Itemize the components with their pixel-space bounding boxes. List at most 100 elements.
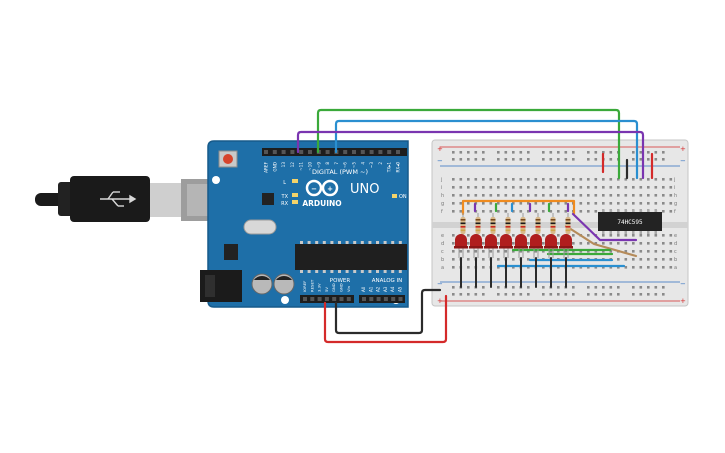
header-pin[interactable] <box>378 150 383 154</box>
terminal-hole[interactable] <box>459 178 463 181</box>
red-led[interactable] <box>484 234 498 258</box>
terminal-hole[interactable] <box>602 194 605 197</box>
terminal-hole[interactable] <box>654 242 658 245</box>
rail-hole[interactable] <box>647 151 650 154</box>
terminal-hole[interactable] <box>549 186 553 189</box>
terminal-hole[interactable] <box>617 234 620 237</box>
terminal-hole[interactable] <box>572 234 575 237</box>
rail-hole[interactable] <box>519 158 523 161</box>
terminal-hole[interactable] <box>542 186 545 189</box>
terminal-hole[interactable] <box>647 242 650 245</box>
terminal-hole[interactable] <box>654 266 658 269</box>
rail-hole[interactable] <box>474 158 478 161</box>
rail-hole[interactable] <box>609 286 613 289</box>
terminal-hole[interactable] <box>467 210 470 213</box>
header-pin[interactable] <box>281 150 286 154</box>
header-pin[interactable] <box>299 150 304 154</box>
rail-hole[interactable] <box>602 293 605 296</box>
resistor[interactable] <box>460 213 466 240</box>
terminal-hole[interactable] <box>452 194 455 197</box>
terminal-hole[interactable] <box>549 210 553 213</box>
terminal-hole[interactable] <box>602 178 605 181</box>
rail-hole[interactable] <box>617 286 620 289</box>
terminal-hole[interactable] <box>579 210 583 213</box>
wire-purple-latch[interactable] <box>296 130 645 180</box>
terminal-hole[interactable] <box>512 266 515 269</box>
analog-pin[interactable] <box>391 297 396 301</box>
rail-hole[interactable] <box>512 158 515 161</box>
terminal-hole[interactable] <box>542 266 545 269</box>
terminal-hole[interactable] <box>497 250 500 253</box>
terminal-hole[interactable] <box>662 258 665 261</box>
rail-hole[interactable] <box>587 151 590 154</box>
rail-hole[interactable] <box>594 286 598 289</box>
terminal-hole[interactable] <box>467 186 470 189</box>
terminal-hole[interactable] <box>527 202 530 205</box>
terminal-hole[interactable] <box>527 266 530 269</box>
terminal-hole[interactable] <box>497 210 500 213</box>
shift-register-ic[interactable]: 74HC595 <box>598 209 662 234</box>
rail-hole[interactable] <box>474 293 478 296</box>
terminal-hole[interactable] <box>504 194 508 197</box>
terminal-hole[interactable] <box>459 194 463 197</box>
terminal-hole[interactable] <box>482 250 485 253</box>
terminal-hole[interactable] <box>609 266 613 269</box>
terminal-hole[interactable] <box>489 186 493 189</box>
rail-hole[interactable] <box>647 293 650 296</box>
terminal-hole[interactable] <box>594 266 598 269</box>
rail-hole[interactable] <box>527 286 530 289</box>
terminal-hole[interactable] <box>632 250 635 253</box>
terminal-hole[interactable] <box>624 242 628 245</box>
terminal-hole[interactable] <box>624 202 628 205</box>
terminal-hole[interactable] <box>452 266 455 269</box>
terminal-hole[interactable] <box>662 210 665 213</box>
terminal-hole[interactable] <box>512 234 515 237</box>
wire-orange-oe[interactable] <box>461 199 576 216</box>
terminal-hole[interactable] <box>549 202 553 205</box>
terminal-hole[interactable] <box>512 210 515 213</box>
rail-hole[interactable] <box>594 151 598 154</box>
terminal-hole[interactable] <box>669 202 673 205</box>
terminal-hole[interactable] <box>482 234 485 237</box>
terminal-hole[interactable] <box>624 186 628 189</box>
terminal-hole[interactable] <box>632 186 635 189</box>
terminal-hole[interactable] <box>467 194 470 197</box>
terminal-hole[interactable] <box>587 186 590 189</box>
power-pin[interactable] <box>303 297 307 301</box>
wire-black-gnd-main[interactable] <box>334 288 442 335</box>
power-pin[interactable] <box>339 297 344 301</box>
rail-hole[interactable] <box>647 158 650 161</box>
terminal-hole[interactable] <box>549 250 553 253</box>
rail-hole[interactable] <box>564 158 568 161</box>
terminal-hole[interactable] <box>534 250 538 253</box>
rail-hole[interactable] <box>482 151 485 154</box>
terminal-hole[interactable] <box>647 186 650 189</box>
rail-hole[interactable] <box>557 151 560 154</box>
rail-hole[interactable] <box>474 151 478 154</box>
terminal-hole[interactable] <box>489 210 493 213</box>
rail-hole[interactable] <box>459 293 463 296</box>
rail-hole[interactable] <box>632 158 635 161</box>
rail-hole[interactable] <box>482 286 485 289</box>
terminal-hole[interactable] <box>654 234 658 237</box>
terminal-hole[interactable] <box>587 178 590 181</box>
rail-hole[interactable] <box>542 293 545 296</box>
terminal-hole[interactable] <box>557 194 560 197</box>
rail-hole[interactable] <box>654 293 658 296</box>
rail-hole[interactable] <box>512 286 515 289</box>
terminal-hole[interactable] <box>639 194 643 197</box>
rail-hole[interactable] <box>512 151 515 154</box>
terminal-hole[interactable] <box>662 266 665 269</box>
header-pin[interactable] <box>308 150 312 154</box>
terminal-hole[interactable] <box>669 234 673 237</box>
terminal-hole[interactable] <box>557 234 560 237</box>
rail-hole[interactable] <box>594 158 598 161</box>
red-led[interactable] <box>499 234 513 258</box>
terminal-hole[interactable] <box>624 258 628 261</box>
terminal-hole[interactable] <box>617 242 620 245</box>
terminal-hole[interactable] <box>579 242 583 245</box>
terminal-hole[interactable] <box>519 178 523 181</box>
terminal-hole[interactable] <box>542 178 545 181</box>
terminal-hole[interactable] <box>452 210 455 213</box>
